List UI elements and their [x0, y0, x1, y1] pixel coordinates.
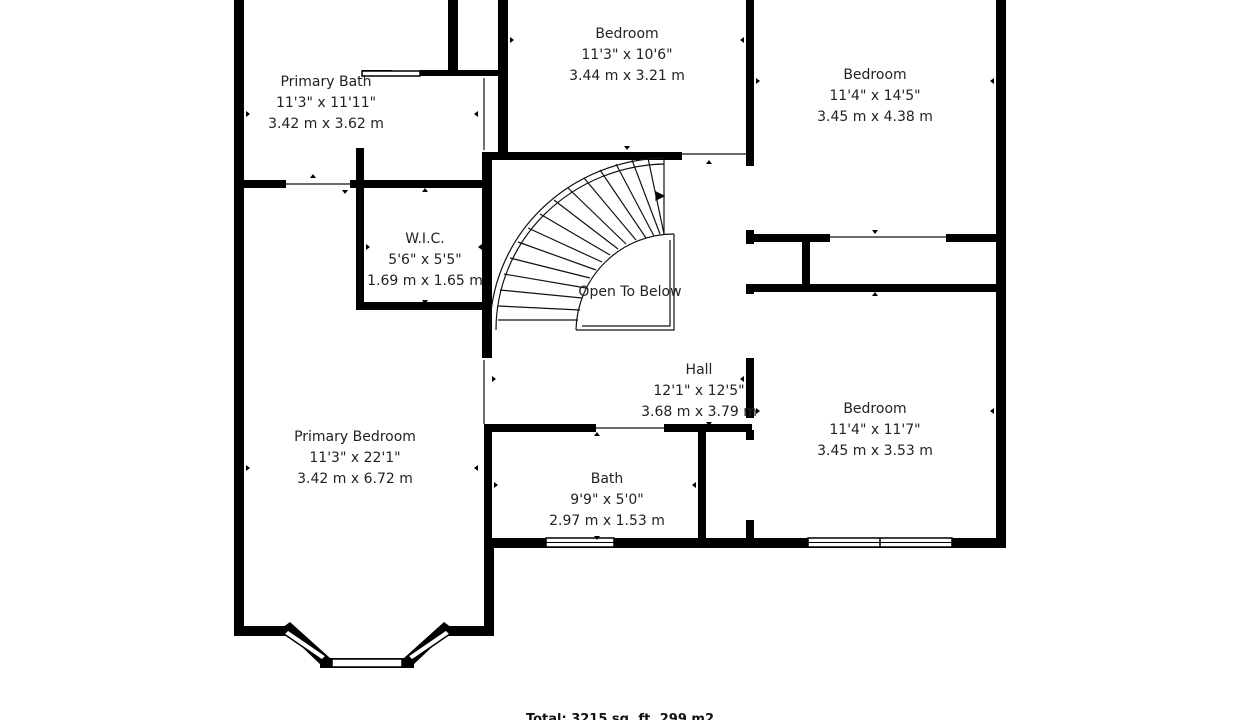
room-metric: 2.97 m x 1.53 m [549, 513, 665, 529]
staircase [489, 157, 675, 331]
dimension-ticks [246, 37, 994, 540]
room-metric: 3.45 m x 4.38 m [817, 109, 933, 125]
room-primary-bedroom: Primary Bedroom 11'3" x 22'1" 3.42 m x 6… [294, 429, 416, 487]
thin-lines [286, 78, 946, 429]
room-metric: 3.68 m x 3.79 m [641, 404, 757, 420]
room-name: Primary Bedroom [294, 429, 416, 445]
room-name: Primary Bath [280, 74, 371, 90]
room-bath: Bath 9'9" x 5'0" 2.97 m x 1.53 m [549, 471, 665, 529]
room-name: Bedroom [843, 67, 906, 83]
room-metric: 3.45 m x 3.53 m [817, 443, 933, 459]
room-imperial: 11'3" x 22'1" [309, 450, 400, 466]
room-hall: Hall 12'1" x 12'5" 3.68 m x 3.79 m [641, 362, 757, 420]
room-open-to-below: Open To Below [578, 284, 681, 300]
windows [361, 70, 953, 548]
room-bedroom-top: Bedroom 11'3" x 10'6" 3.44 m x 3.21 m [569, 26, 685, 84]
room-name: Bedroom [843, 401, 906, 417]
room-imperial: 12'1" x 12'5" [653, 383, 744, 399]
room-metric: 3.42 m x 6.72 m [297, 471, 413, 487]
room-imperial: 11'3" x 11'11" [276, 95, 376, 111]
room-imperial: 5'6" x 5'5" [388, 252, 461, 268]
room-metric: 1.69 m x 1.65 m [367, 273, 483, 289]
room-imperial: 11'4" x 11'7" [829, 422, 920, 438]
room-wic: W.I.C. 5'6" x 5'5" 1.69 m x 1.65 m [367, 231, 483, 289]
room-bedroom-lower: Bedroom 11'4" x 11'7" 3.45 m x 3.53 m [817, 401, 933, 459]
room-imperial: 11'4" x 14'5" [829, 88, 920, 104]
room-imperial: 11'3" x 10'6" [581, 47, 672, 63]
room-metric: 3.44 m x 3.21 m [569, 68, 685, 84]
room-name: Hall [686, 362, 713, 378]
room-name: Open To Below [578, 284, 681, 300]
room-name: W.I.C. [405, 231, 445, 247]
room-bedroom-right: Bedroom 11'4" x 14'5" 3.45 m x 4.38 m [817, 67, 933, 125]
room-name: Bath [591, 471, 624, 487]
room-primary-bath: Primary Bath 11'3" x 11'11" 3.42 m x 3.6… [268, 74, 384, 132]
total-area-label: Total: 3215 sq. ft, 299 m2 [526, 712, 714, 720]
room-metric: 3.42 m x 3.62 m [268, 116, 384, 132]
bay-window [282, 622, 452, 668]
room-name: Bedroom [595, 26, 658, 42]
room-imperial: 9'9" x 5'0" [570, 492, 643, 508]
